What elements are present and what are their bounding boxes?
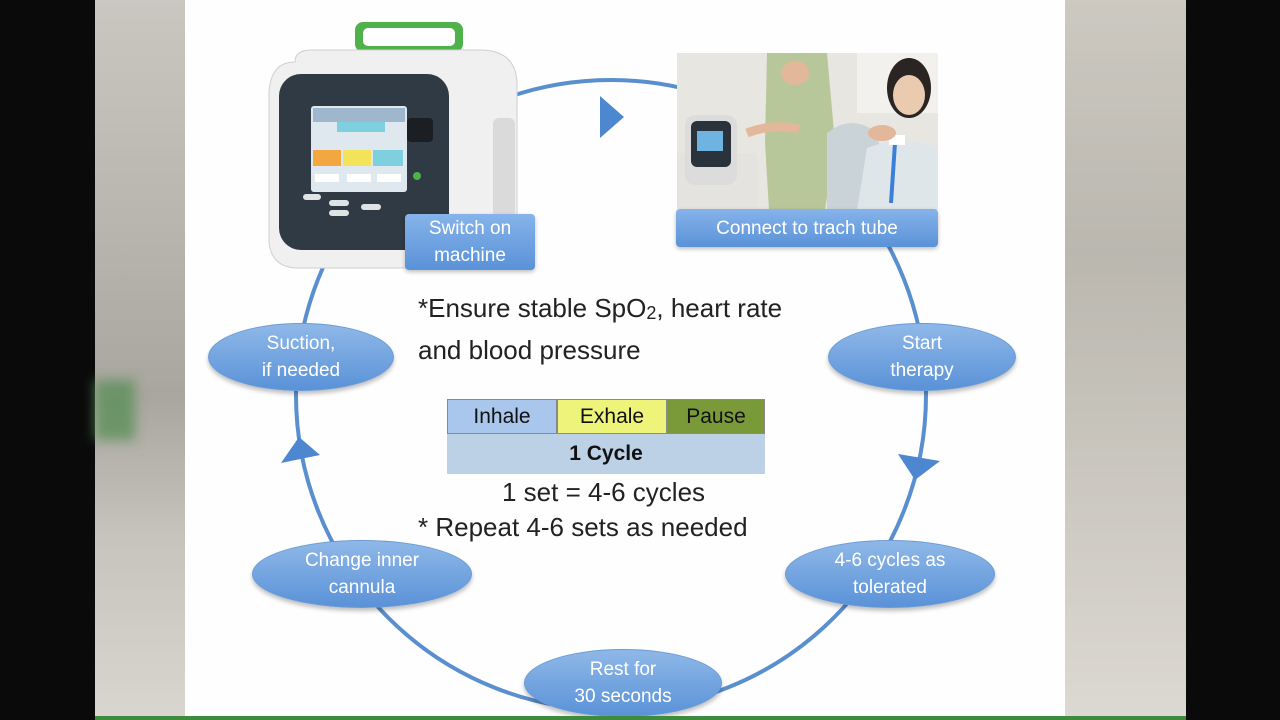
right-blurred-background	[1065, 0, 1186, 720]
step-connect-to-trach-tube: Connect to trach tube	[676, 209, 938, 247]
ensure-text-c: and blood pressure	[418, 335, 641, 365]
cycle-breakdown: Inhale Exhale Pause 1 Cycle	[447, 399, 765, 475]
arrow-top-icon	[600, 96, 624, 138]
step-cycles-as-tolerated: 4-6 cycles as tolerated	[785, 540, 995, 608]
left-letterbox	[0, 0, 95, 720]
bottom-green-strip	[95, 716, 1186, 720]
ensure-vitals-note: *Ensure stable SpO2, heart rate and bloo…	[418, 290, 782, 369]
cycle-pause: Pause	[667, 399, 765, 434]
step-suction-if-needed: Suction, if needed	[208, 323, 394, 391]
cycle-inhale: Inhale	[447, 399, 557, 434]
cycle-label: 1 Cycle	[447, 434, 765, 474]
ensure-text-b: , heart rate	[656, 293, 783, 323]
cycle-exhale: Exhale	[557, 399, 667, 434]
arrow-left-icon	[281, 437, 320, 463]
patient-photo	[677, 53, 938, 210]
ensure-subscript: 2	[646, 303, 657, 323]
right-letterbox	[1186, 0, 1280, 720]
step-switch-on-machine: Switch on machine	[405, 214, 535, 270]
set-definition: 1 set = 4-6 cycles	[502, 477, 706, 507]
step-change-inner-cannula: Change inner cannula	[252, 540, 472, 608]
left-blurred-background	[95, 0, 185, 720]
step-start-therapy: Start therapy	[828, 323, 1016, 391]
arrow-right-icon	[898, 454, 940, 480]
step-rest-30-seconds: Rest for 30 seconds	[524, 649, 722, 717]
repeat-sets-note: * Repeat 4-6 sets as needed	[418, 512, 748, 542]
ventilator-device-image	[265, 22, 520, 272]
ensure-text-a: *Ensure stable SpO	[418, 293, 647, 323]
